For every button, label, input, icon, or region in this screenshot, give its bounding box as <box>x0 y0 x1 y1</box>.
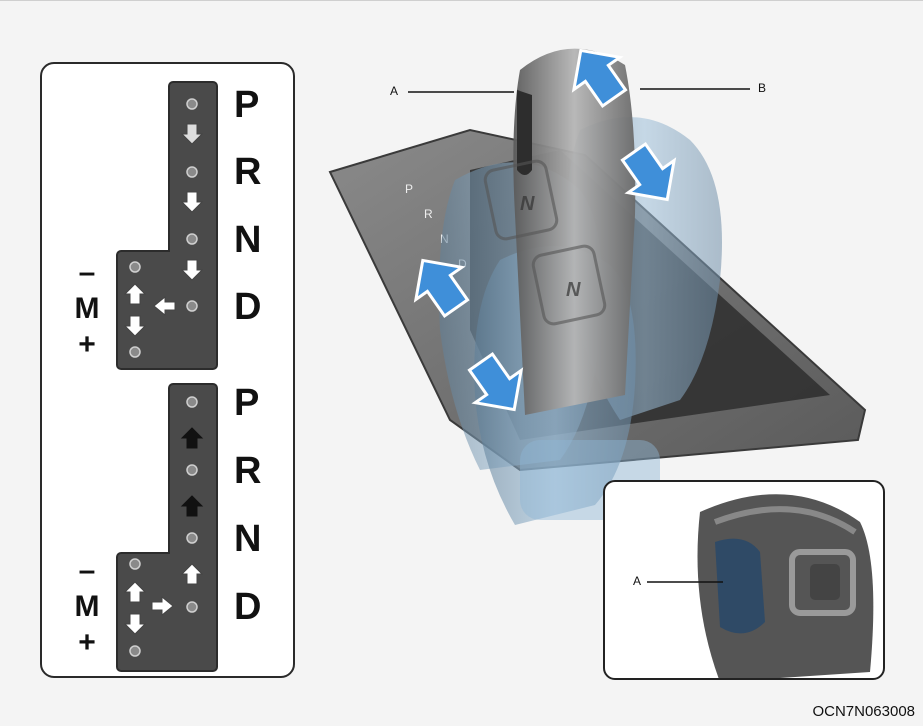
arrow-plus-b-icon <box>123 613 147 635</box>
arrow-minus-icon <box>123 283 147 305</box>
bezel-letter-p: P <box>405 182 413 196</box>
mode-m-label: M <box>74 292 100 325</box>
shift-down-arrow-icon <box>620 141 677 202</box>
arrow-p-to-r-icon <box>180 123 204 145</box>
inset-button-a <box>715 538 765 634</box>
shift-knob <box>513 48 636 416</box>
arrow-r-to-p-icon <box>180 427 204 449</box>
gear-label-r: R <box>234 151 262 193</box>
top-rule <box>0 0 923 1</box>
arrow-m-to-d-icon <box>151 595 174 617</box>
inset-callout-a-label: A <box>633 574 642 588</box>
gear-label-n: N <box>234 219 262 261</box>
gear-label-p: P <box>234 382 260 424</box>
mode-plus-label: + <box>78 328 96 361</box>
gate-bottom-dots <box>129 396 198 657</box>
gate-plate-bottom <box>116 383 218 672</box>
inset-illustration <box>647 494 874 678</box>
gear-label-p: P <box>234 84 260 126</box>
arrow-d-to-n-icon <box>180 563 204 585</box>
n-logo-icon: N <box>483 159 559 241</box>
manual-up-arrow-icon <box>413 258 470 319</box>
button-detail-inset: A <box>603 480 885 680</box>
n-logo-icon: N <box>531 244 607 326</box>
mode-minus-label: – <box>78 256 96 289</box>
gate-plate-top <box>116 81 218 370</box>
callout-b-label: B <box>758 81 767 95</box>
figure-code: OCN7N063008 <box>812 703 915 720</box>
shift-pattern-panel: P R N D – M + P R N D – M + <box>40 62 295 678</box>
callout-a-label: A <box>390 84 399 98</box>
bezel-letter-r: R <box>424 207 433 221</box>
svg-text:N: N <box>520 193 535 215</box>
knob-button-a <box>517 90 532 175</box>
shift-gate-diagrams <box>116 81 218 672</box>
gear-label-r: R <box>234 450 262 492</box>
gear-label-n: N <box>234 518 262 560</box>
arrow-plus-icon <box>123 315 147 337</box>
arrow-r-to-n-icon <box>180 191 204 213</box>
arrow-n-to-r-icon <box>180 495 204 517</box>
mode-plus-label: + <box>78 626 96 659</box>
mode-m-label: M <box>74 590 100 623</box>
arrow-minus-b-icon <box>123 581 147 603</box>
manual-down-arrow-icon <box>467 351 524 412</box>
gear-label-d: D <box>234 586 262 628</box>
gate-top-dots <box>129 98 198 358</box>
gear-label-d: D <box>234 286 262 328</box>
arrow-d-to-m-icon <box>153 295 176 317</box>
inset-n-logo-icon <box>789 549 856 616</box>
gate-bottom-arrows <box>123 427 204 635</box>
svg-text:N: N <box>566 279 581 301</box>
shift-up-arrow-icon <box>571 48 628 109</box>
gate-top-arrows <box>123 123 204 337</box>
arrow-n-to-d-icon <box>180 259 204 281</box>
mode-minus-label: – <box>78 554 96 587</box>
